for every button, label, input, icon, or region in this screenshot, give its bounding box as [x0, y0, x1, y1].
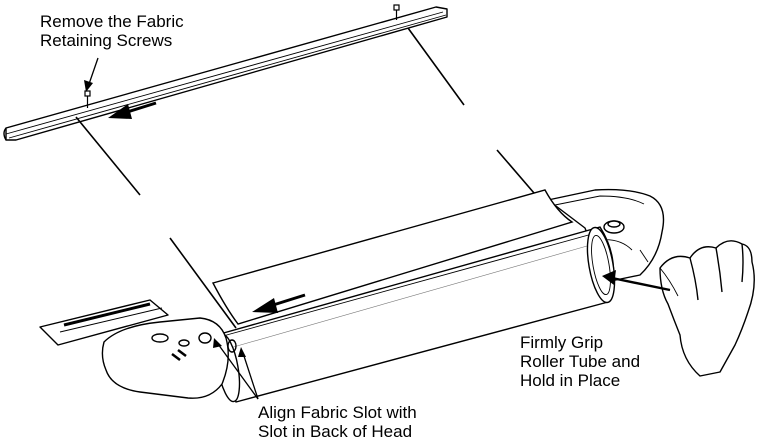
grip-tube-line-1: Firmly Grip	[520, 333, 604, 352]
remove-screws-line-1: Remove the Fabric	[40, 12, 184, 31]
hand-illustration	[659, 240, 755, 377]
grip-tube-callout: Firmly Grip Roller Tube and Hold in Plac…	[520, 333, 640, 390]
retaining-screw-right	[393, 4, 400, 20]
screw-leader-arrow	[84, 57, 99, 92]
remove-screws-line-2: Retaining Screws	[40, 31, 173, 50]
headrail	[3, 6, 448, 141]
fabric-edge-lines	[75, 27, 535, 329]
align-slot-line-2: Slot in Back of Head	[258, 422, 413, 441]
align-leader-lines	[217, 343, 259, 400]
align-leader-arrow-head-2	[238, 347, 246, 357]
grip-leader-arrow	[602, 270, 671, 292]
align-slot-callout: Align Fabric Slot with Slot in Back of H…	[258, 403, 417, 441]
align-leader-arrow-head	[213, 338, 222, 348]
left-end-head	[39, 299, 237, 399]
fabric-sheet	[211, 189, 574, 325]
retaining-screw-left	[84, 90, 91, 108]
grip-tube-line-2: Roller Tube and	[520, 352, 641, 371]
remove-screws-callout: Remove the Fabric Retaining Screws	[40, 12, 184, 50]
slide-left-arrow-top	[108, 101, 157, 119]
slide-left-arrow-fabric	[252, 293, 306, 313]
align-slot-line-1: Align Fabric Slot with	[258, 403, 417, 422]
grip-tube-line-3: Hold in Place	[520, 371, 621, 390]
